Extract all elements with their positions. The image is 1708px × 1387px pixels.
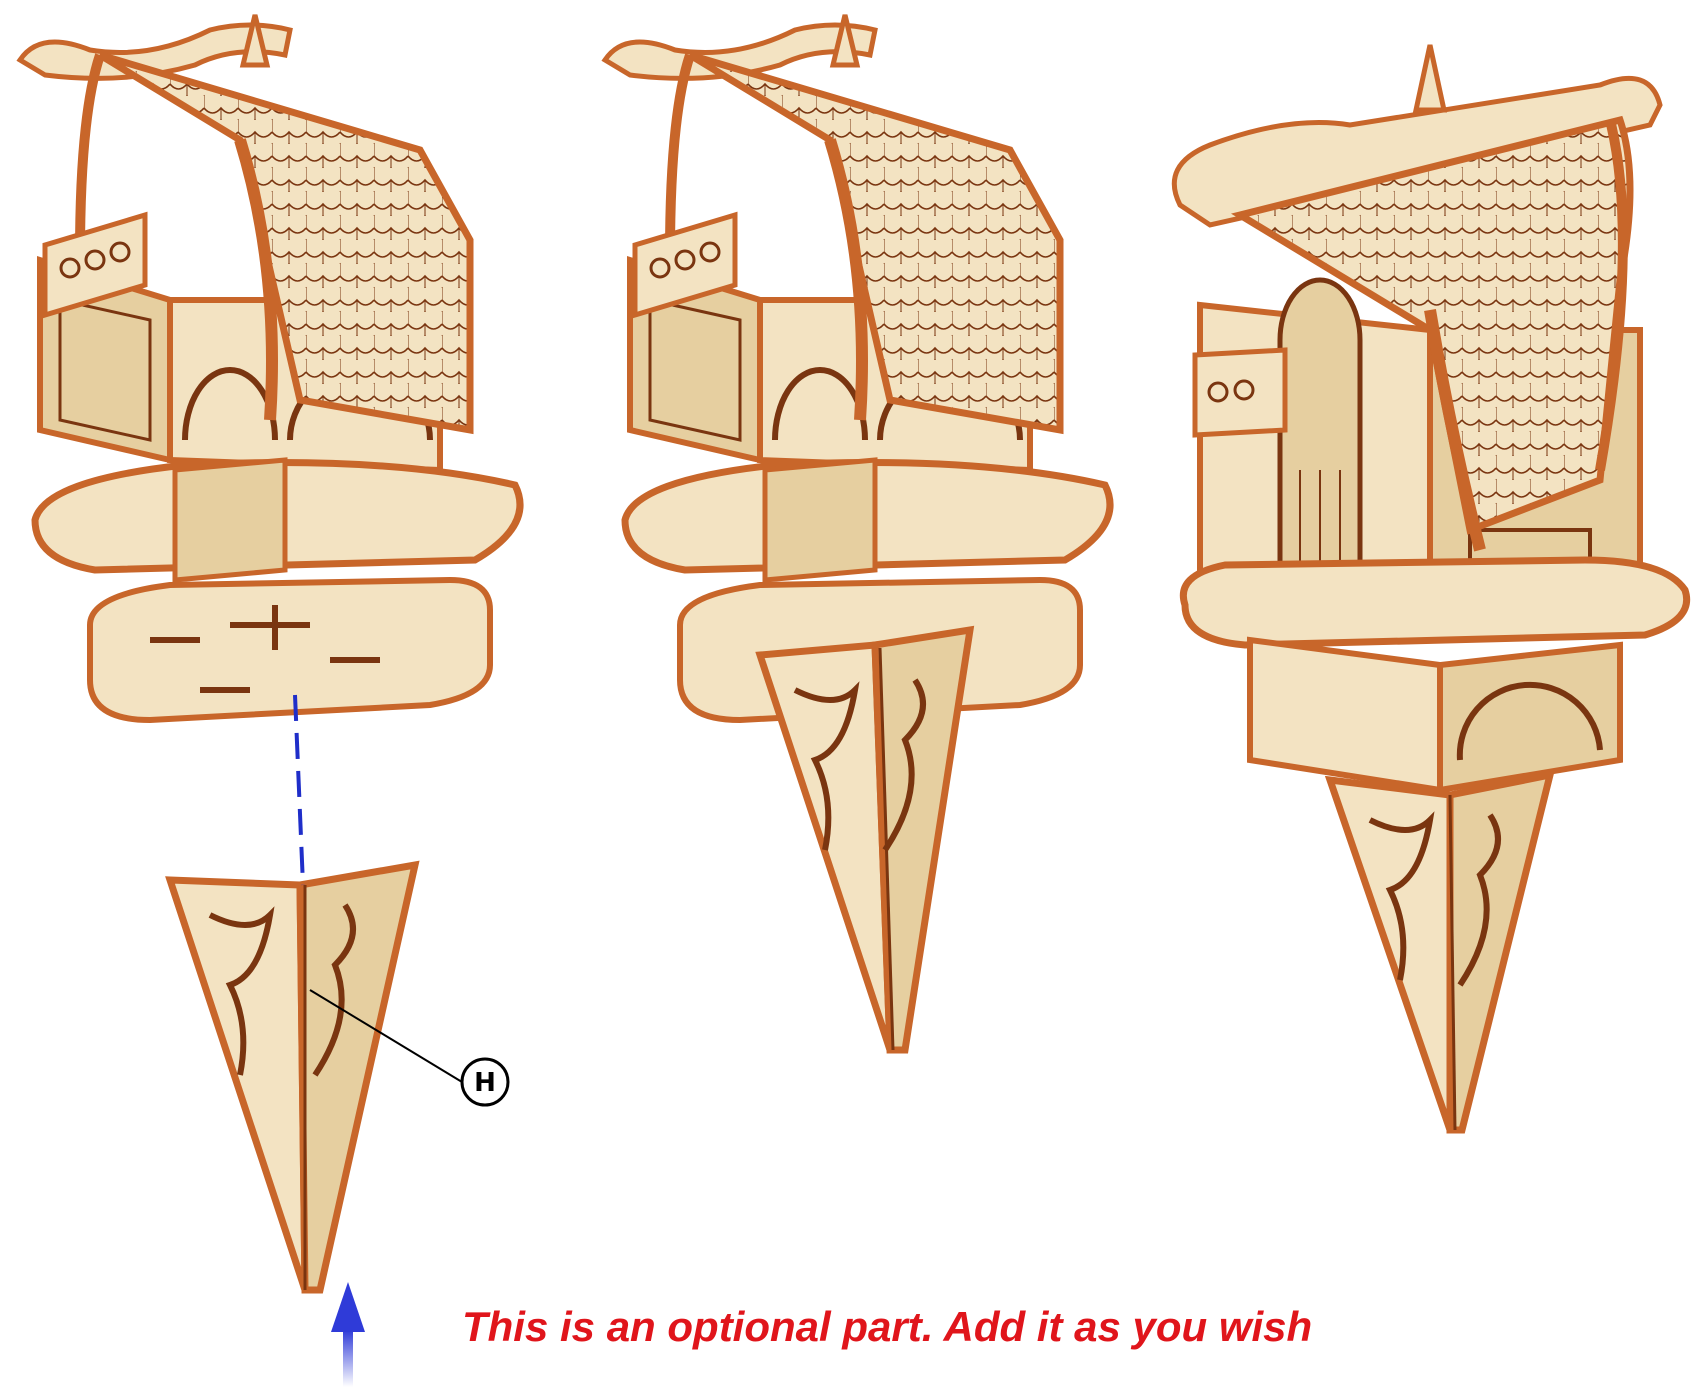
callout-label: H: [474, 1068, 496, 1098]
insert-direction-arrow: [331, 1282, 365, 1387]
stake-part-detached: [170, 865, 415, 1290]
house-model-exploded: [20, 15, 520, 720]
guide-dashed-line: [295, 695, 303, 885]
house-model-assembled: [1174, 45, 1686, 1130]
optional-part-note: This is an optional part. Add it as you …: [462, 1302, 1362, 1352]
house-model-stake-attached: [605, 15, 1110, 1050]
